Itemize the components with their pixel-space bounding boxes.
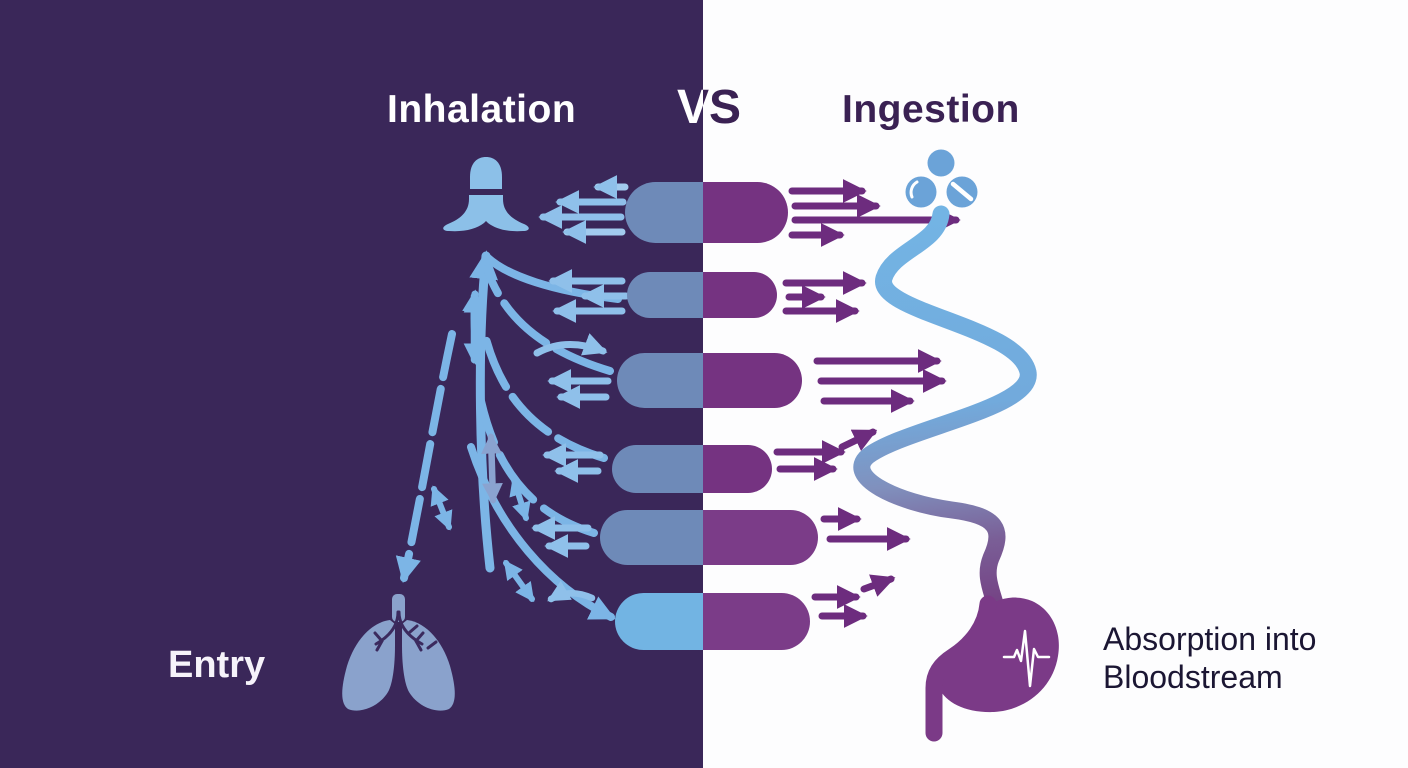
- rightward-arrows: [773, 179, 961, 628]
- pill-capsule: [612, 445, 772, 493]
- airway-branches-icon: [395, 250, 622, 621]
- absorption-label-line1: Absorption into: [1103, 621, 1317, 657]
- versus-label-right-half: VS: [677, 81, 742, 134]
- lungs-icon: [342, 594, 455, 711]
- round-pills-icon: [905, 149, 978, 208]
- inhalation-title: Inhalation: [387, 88, 577, 131]
- pill-capsule: [617, 353, 802, 408]
- pill-capsule: [625, 182, 788, 243]
- absorption-label: Absorption into Bloodstream: [1103, 620, 1316, 696]
- digestive-tract-icon: [853, 205, 1037, 621]
- pill-capsule: [615, 593, 810, 650]
- capsule-row: [600, 182, 818, 650]
- stomach-icon: [925, 595, 1059, 742]
- inhaler-mouthpiece-icon: [443, 157, 529, 232]
- versus-label: VS VS: [677, 80, 767, 142]
- pill-capsule: [600, 510, 818, 565]
- absorption-label-line2: Bloodstream: [1103, 659, 1283, 695]
- leftward-arrows: [531, 175, 630, 558]
- ingestion-title: Ingestion: [842, 88, 1020, 131]
- entry-label: Entry: [168, 644, 266, 686]
- pill-capsule: [627, 272, 777, 318]
- ecg-line-icon: [1002, 629, 1051, 688]
